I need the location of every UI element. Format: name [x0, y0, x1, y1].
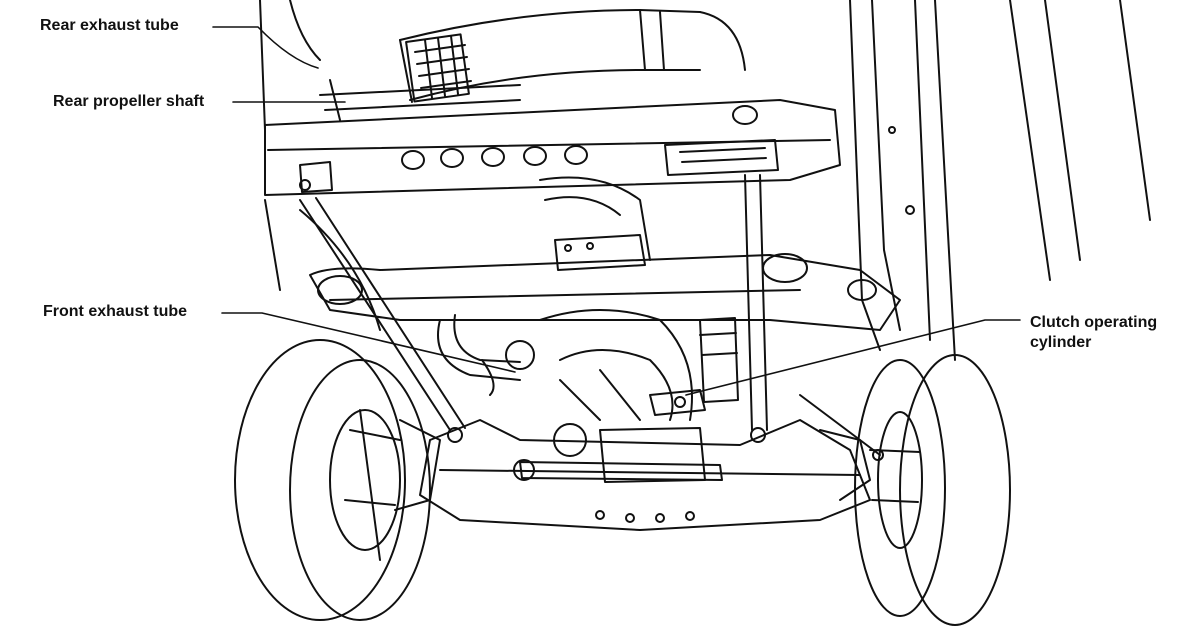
transmission [539, 176, 693, 421]
right-wheel [799, 354, 1011, 626]
rear-propeller-shaft [319, 79, 521, 121]
leader-front-exhaust-tube [221, 312, 516, 373]
label-clutch-operating-cylinder: Clutch operating cylinder [1030, 313, 1157, 353]
label-rear-exhaust-tube: Rear exhaust tube [40, 17, 179, 34]
label-clutch-line-1: Clutch operating [1030, 314, 1158, 331]
body-panel [259, 0, 381, 331]
side-frame-rail [849, 0, 1151, 361]
tie-rod [299, 174, 768, 443]
upper-crossmember [264, 99, 841, 196]
label-clutch-line-2: cylinder [1030, 334, 1092, 351]
leader-lines [212, 26, 1021, 396]
leader-rear-exhaust-tube [212, 26, 319, 69]
left-wheel [234, 339, 441, 621]
label-rear-propeller-shaft: Rear propeller shaft [53, 93, 205, 110]
rear-exhaust-tube [399, 9, 746, 103]
clutch-operating-cylinder [649, 317, 739, 416]
label-front-exhaust-tube: Front exhaust tube [43, 303, 188, 320]
lower-crossmember [309, 253, 901, 331]
front-exhaust-tube [437, 314, 535, 396]
leader-clutch-operating-cylinder [685, 319, 1021, 396]
front-subframe [419, 419, 871, 531]
